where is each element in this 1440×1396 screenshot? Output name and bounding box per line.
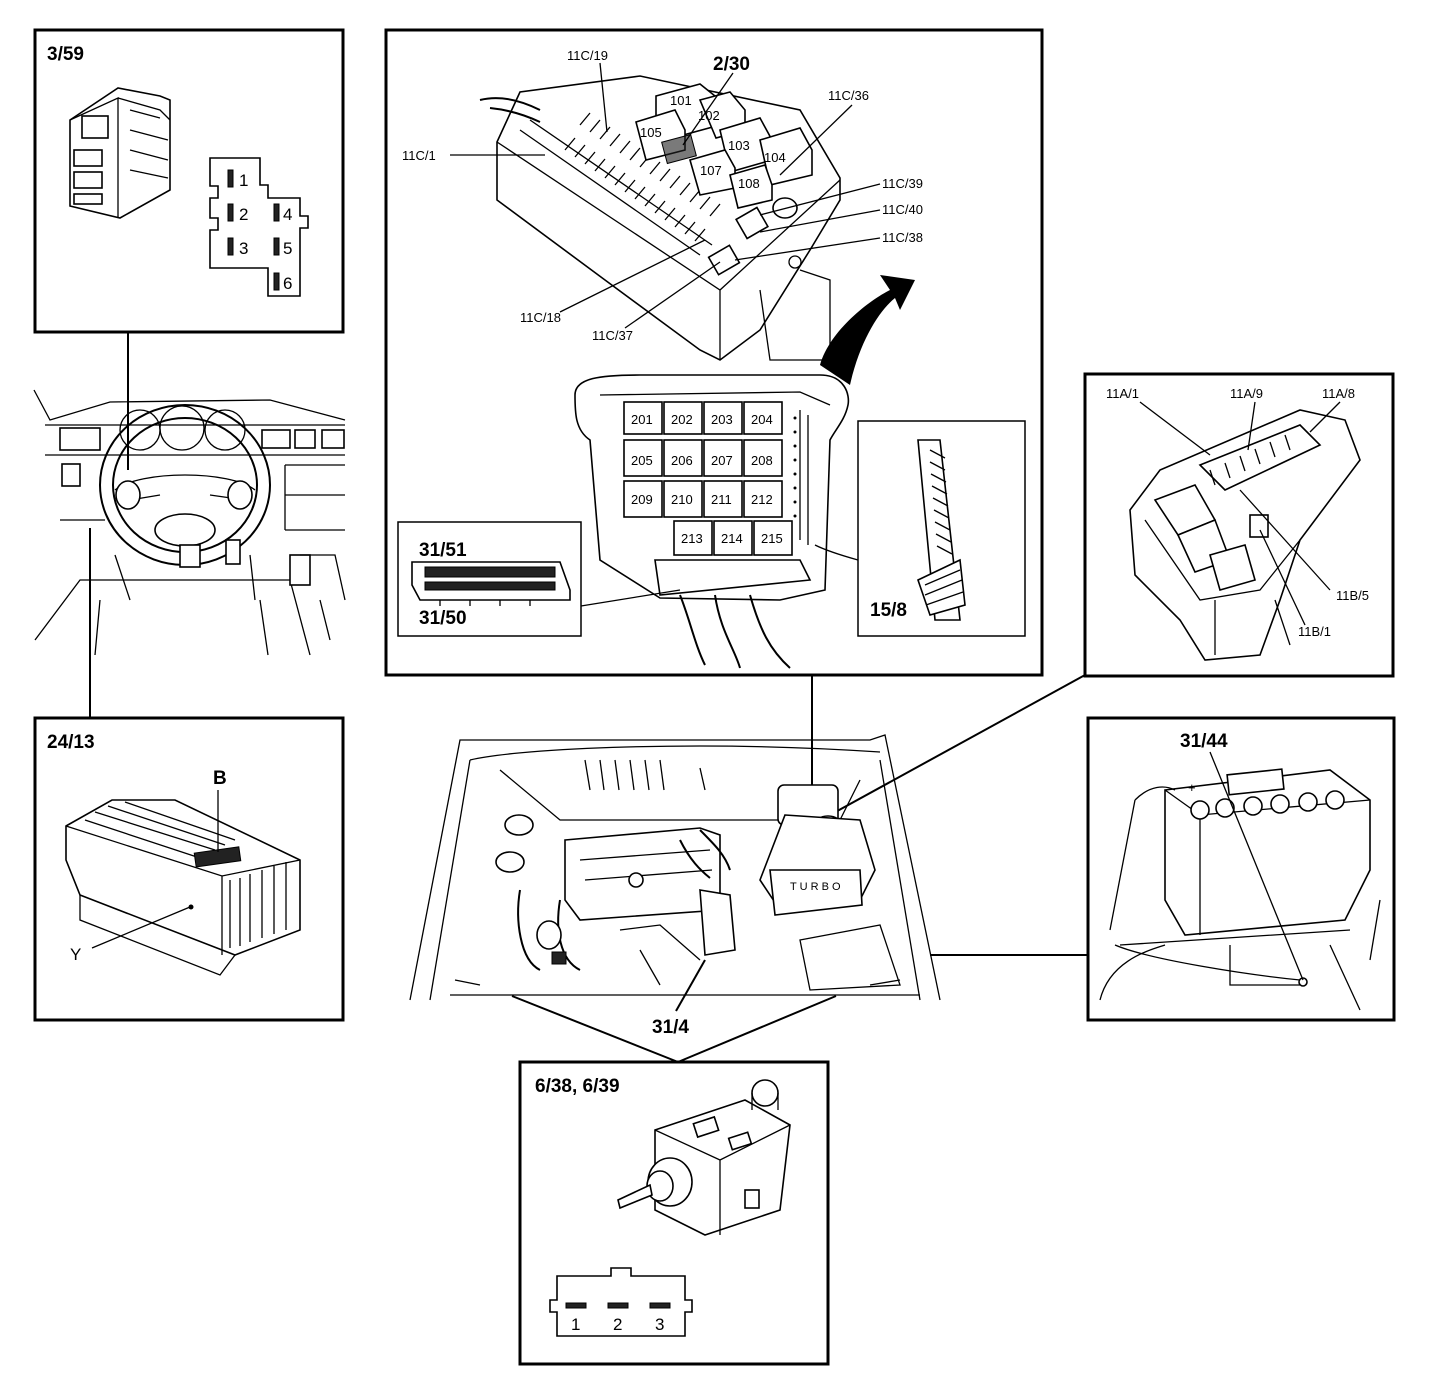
relay-201: 201	[631, 412, 653, 427]
connector-subpanel: 31/51 31/50	[397, 521, 681, 637]
module-panel: 24/13 B Y	[33, 716, 345, 1022]
motor-pin-1: 1	[571, 1315, 580, 1334]
callout-11a-1: 11A/1	[1106, 386, 1139, 401]
relay-204: 204	[751, 412, 773, 427]
relay-215: 215	[761, 531, 783, 546]
connector-label-31-51: 31/51	[419, 540, 467, 561]
relay-108: 108	[738, 176, 760, 191]
callout-11a-8: 11A/8	[1322, 386, 1355, 401]
relay-208: 208	[751, 453, 773, 468]
engine-pointer	[675, 959, 706, 1012]
relay-209: 209	[631, 492, 653, 507]
switch-pin-3: 3	[239, 239, 248, 258]
relay-211: 211	[711, 492, 732, 507]
fuse-slots	[564, 112, 721, 242]
relay-214: 214	[721, 531, 743, 546]
relay-210: 210	[671, 492, 693, 507]
battery-panel: 31/44 +	[1086, 716, 1396, 1022]
terminal-label-15-8: 15/8	[870, 600, 907, 621]
relay-207: 207	[711, 453, 733, 468]
motor-label: 6/38, 6/39	[535, 1076, 620, 1097]
callout-11a-9: 11A/9	[1230, 386, 1263, 401]
module-callout-b: B	[213, 768, 227, 789]
switch-pin-2: 2	[239, 205, 248, 224]
relay-203: 203	[711, 412, 733, 427]
battery-label: 31/44	[1180, 731, 1228, 752]
relay-107: 107	[700, 163, 722, 178]
callout-11c-40: 11C/40	[882, 202, 923, 217]
svg-text:+: +	[1188, 780, 1196, 795]
motor-pin-2: 2	[613, 1315, 622, 1334]
relay-205: 205	[631, 453, 653, 468]
module-label: 24/13	[47, 732, 95, 753]
relay-103: 103	[728, 138, 750, 153]
switch-pin-4: 4	[283, 205, 292, 224]
callout-11b-5: 11B/5	[1336, 588, 1369, 603]
callout-11c-18: 11C/18	[520, 310, 561, 325]
callout-11c-1: 11C/1	[402, 148, 436, 163]
engine-illustration: T U R B O	[409, 734, 941, 1001]
motor-leader-right	[677, 995, 837, 1063]
switch-pin-1: 1	[239, 171, 248, 190]
relay-202: 202	[671, 412, 693, 427]
relay-105: 105	[640, 125, 662, 140]
relay-104: 104	[764, 150, 786, 165]
connector-label-31-50: 31/50	[419, 608, 467, 629]
motor-panel: 6/38, 6/39 1 2 3	[518, 1060, 830, 1366]
relay-101: 101	[670, 93, 692, 108]
switch-label: 3/59	[47, 44, 84, 65]
switch-pin-5: 5	[283, 239, 292, 258]
dashboard-illustration	[33, 389, 346, 656]
relaybox-panel: 11A/1 11A/9 11A/8 11B/5 11B/1	[1083, 372, 1395, 678]
relay-102: 102	[698, 108, 720, 123]
relay-212: 212	[751, 492, 773, 507]
callout-11b-1: 11B/1	[1298, 624, 1331, 639]
callout-11c-39: 11C/39	[882, 176, 923, 191]
callout-11c-38: 11C/38	[882, 230, 923, 245]
motor-leader-left	[511, 995, 679, 1063]
motor-pin-3: 3	[655, 1315, 664, 1334]
relay-213: 213	[681, 531, 703, 546]
engine-label-31-4: 31/4	[652, 1017, 689, 1038]
relaybox-leader	[829, 674, 1086, 816]
switch-pin-6: 6	[283, 274, 292, 293]
switch-panel: 3/59 1 2 3 4 5 6	[33, 28, 345, 334]
module-callout-y: Y	[70, 945, 81, 964]
svg-text:T U R B O: T U R B O	[790, 881, 841, 893]
fusebox-label-2-30: 2/30	[713, 54, 750, 75]
terminal-subpanel: 15/8	[814, 420, 1026, 637]
relay-206: 206	[671, 453, 693, 468]
relay-grid: 201 202 203 204 205 206 207 208 209 210 …	[623, 401, 812, 669]
callout-11c-37: 11C/37	[592, 328, 633, 343]
callout-11c-36: 11C/36	[828, 88, 869, 103]
callout-11c-19: 11C/19	[567, 48, 608, 63]
